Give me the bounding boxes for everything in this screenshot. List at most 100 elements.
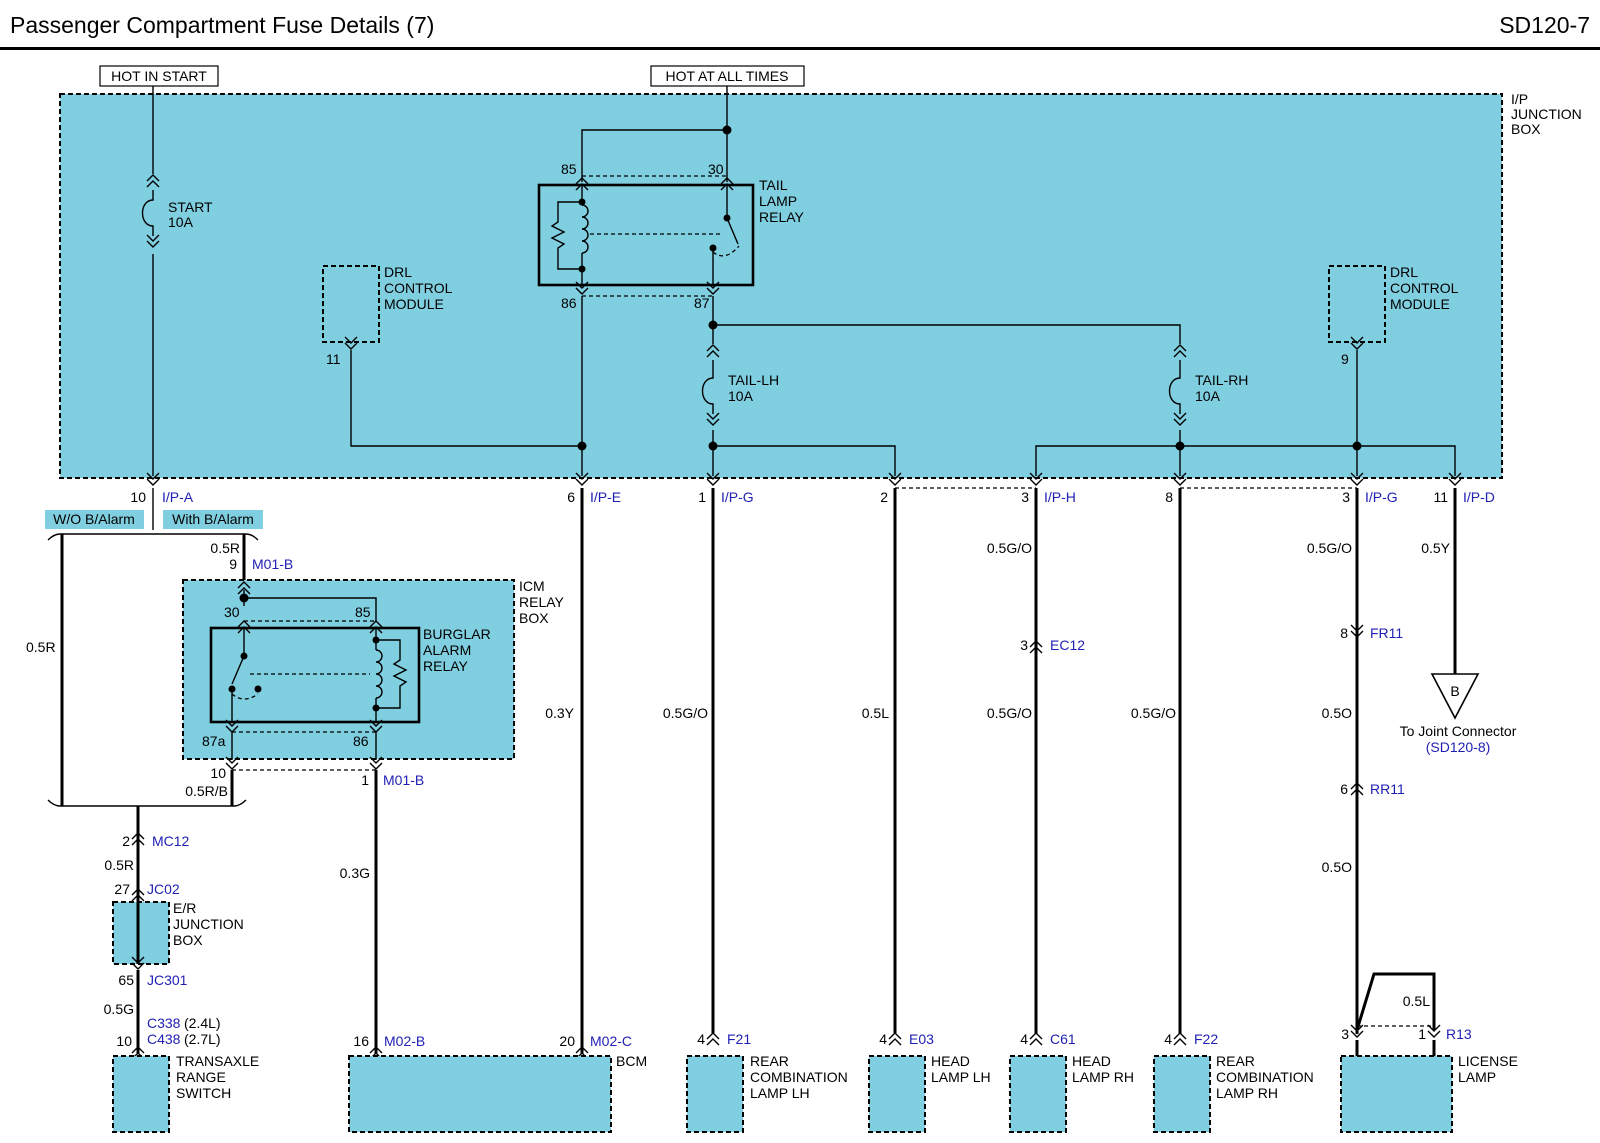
mc12-pin: 2 <box>122 833 130 849</box>
load-label: LAMP RH <box>1216 1085 1278 1101</box>
license-pin-3: 3 <box>1341 1026 1349 1042</box>
load-pin: 4 <box>697 1031 705 1047</box>
ip-pin: 2 <box>880 489 888 505</box>
wire-license-bot: 0.5O <box>1322 859 1352 875</box>
load-conn: E03 <box>909 1031 934 1047</box>
drl-left-label: CONTROL <box>384 280 453 296</box>
c438-conn: C438 <box>147 1031 181 1047</box>
tail-lamp-relay <box>537 183 755 287</box>
fr11-conn: FR11 <box>1370 625 1403 641</box>
ip-pin: 6 <box>567 489 575 505</box>
trs-label: TRANSAXLE <box>176 1053 259 1069</box>
wire-license-ground: 0.5L <box>1403 993 1430 1009</box>
jc02-conn: JC02 <box>147 881 180 897</box>
wire-trs: 0.5G <box>104 1001 134 1017</box>
tail-lh-name: TAIL-LH <box>728 372 779 388</box>
drl-control-module-left <box>322 265 380 343</box>
burglar-alarm-relay <box>209 626 421 724</box>
rear-combination-lamp-lh <box>686 1055 744 1133</box>
ip-conn: I/P-G <box>1365 489 1398 505</box>
with-alarm-tag <box>163 510 263 529</box>
tail-lh-fuse-icon <box>701 360 714 414</box>
wire-bcm: 0.3Y <box>545 705 574 721</box>
bcm-pin-c: 20 <box>559 1033 575 1049</box>
icm-pin-87a: 87a <box>202 733 226 749</box>
with-alarm-label: With B/Alarm <box>172 511 254 527</box>
c438-note: (2.7L) <box>184 1031 221 1047</box>
license-label: LICENSE <box>1458 1053 1518 1069</box>
tail-lh-rating: 10A <box>728 388 754 404</box>
ip-pin: 1 <box>698 489 706 505</box>
load-label: REAR <box>1216 1053 1255 1069</box>
ip-junction-box <box>59 93 1503 479</box>
bcm-pin-b: 16 <box>353 1033 369 1049</box>
icm-wire-in: 0.5R <box>210 540 240 556</box>
ip-pin: 8 <box>1165 489 1173 505</box>
start-fuse-icon <box>141 190 154 236</box>
icm-wire-out: 0.5R/B <box>185 783 228 799</box>
load-pin: 4 <box>879 1031 887 1047</box>
trs-pin: 10 <box>116 1033 132 1049</box>
mc12-conn: MC12 <box>152 833 190 849</box>
wo-alarm-tag <box>45 510 144 529</box>
bcm-conn-c: M02-C <box>590 1033 632 1049</box>
start-fuse-rating: 10A <box>168 214 194 230</box>
tail-rh-name: TAIL-RH <box>1195 372 1248 388</box>
wire-license-top: 0.5G/O <box>1307 540 1352 556</box>
wire-head-rh-top: 0.5G/O <box>987 540 1032 556</box>
bcm-module <box>348 1055 612 1133</box>
drl-control-module-right <box>1328 265 1386 343</box>
load-label: COMBINATION <box>750 1069 848 1085</box>
ip-box-label: I/P <box>1511 91 1528 107</box>
load-label: LAMP RH <box>1072 1069 1134 1085</box>
icm-pin-out-a: 10 <box>210 765 226 781</box>
start-fuse-name: START <box>168 199 213 215</box>
drl-right-label: DRL <box>1390 264 1418 280</box>
ip-pin: 10 <box>130 489 146 505</box>
load-label: HEAD <box>1072 1053 1111 1069</box>
icm-conn-out: M01-B <box>383 772 424 788</box>
joint-letter: B <box>1450 683 1459 699</box>
load-label: REAR <box>750 1053 789 1069</box>
load-label: HEAD <box>931 1053 970 1069</box>
ip-conn: I/P-A <box>162 489 194 505</box>
wo-alarm-label: W/O B/Alarm <box>53 511 135 527</box>
title-bar: Passenger Compartment Fuse Details (7) S… <box>0 0 1600 50</box>
c338-conn: C338 <box>147 1015 181 1031</box>
load-label: LAMP LH <box>750 1085 810 1101</box>
ip-pin: 11 <box>1433 489 1448 505</box>
rr11-conn: RR11 <box>1370 781 1405 797</box>
ip-conn: I/P-E <box>590 489 621 505</box>
icm-pin-85: 85 <box>355 604 371 620</box>
load-pin: 4 <box>1164 1031 1172 1047</box>
icm-label: BOX <box>519 610 549 626</box>
license-pin-1: 1 <box>1418 1026 1426 1042</box>
ip-box-label: BOX <box>1511 121 1541 137</box>
joint-text: To Joint Connector <box>1400 723 1517 739</box>
wire-wo-alarm: 0.5R <box>26 639 56 655</box>
er-box-label: E/R <box>173 900 196 916</box>
load-conn: F22 <box>1194 1031 1218 1047</box>
drl-left-pin: 11 <box>326 351 341 367</box>
load-label: LAMP LH <box>931 1069 991 1085</box>
load-pin: 4 <box>1020 1031 1028 1047</box>
icm-pin-in: 9 <box>229 556 237 572</box>
ip-box-label: JUNCTION <box>1511 106 1582 122</box>
wire-mc12: 0.5R <box>104 857 134 873</box>
relay-pin-85: 85 <box>561 161 577 177</box>
hot-in-start-label: HOT IN START <box>111 68 207 84</box>
burglar-label: RELAY <box>423 658 469 674</box>
relay-pin-86: 86 <box>561 295 577 311</box>
jc301-pin: 65 <box>118 972 134 988</box>
drl-right-label: CONTROL <box>1390 280 1459 296</box>
transaxle-range-switch <box>112 1055 170 1133</box>
drl-right-pin: 9 <box>1341 351 1349 367</box>
wire-license-mid: 0.5O <box>1322 705 1352 721</box>
ec12-pin: 3 <box>1020 637 1028 653</box>
er-box-label: JUNCTION <box>173 916 244 932</box>
wire-rear-rh: 0.5G/O <box>1131 705 1176 721</box>
ip-conn: I/P-D <box>1463 489 1495 505</box>
tail-rh-rating: 10A <box>1195 388 1221 404</box>
joint-reference-link[interactable]: (SD120-8) <box>1426 739 1491 755</box>
bcm-label: BCM <box>616 1053 647 1069</box>
